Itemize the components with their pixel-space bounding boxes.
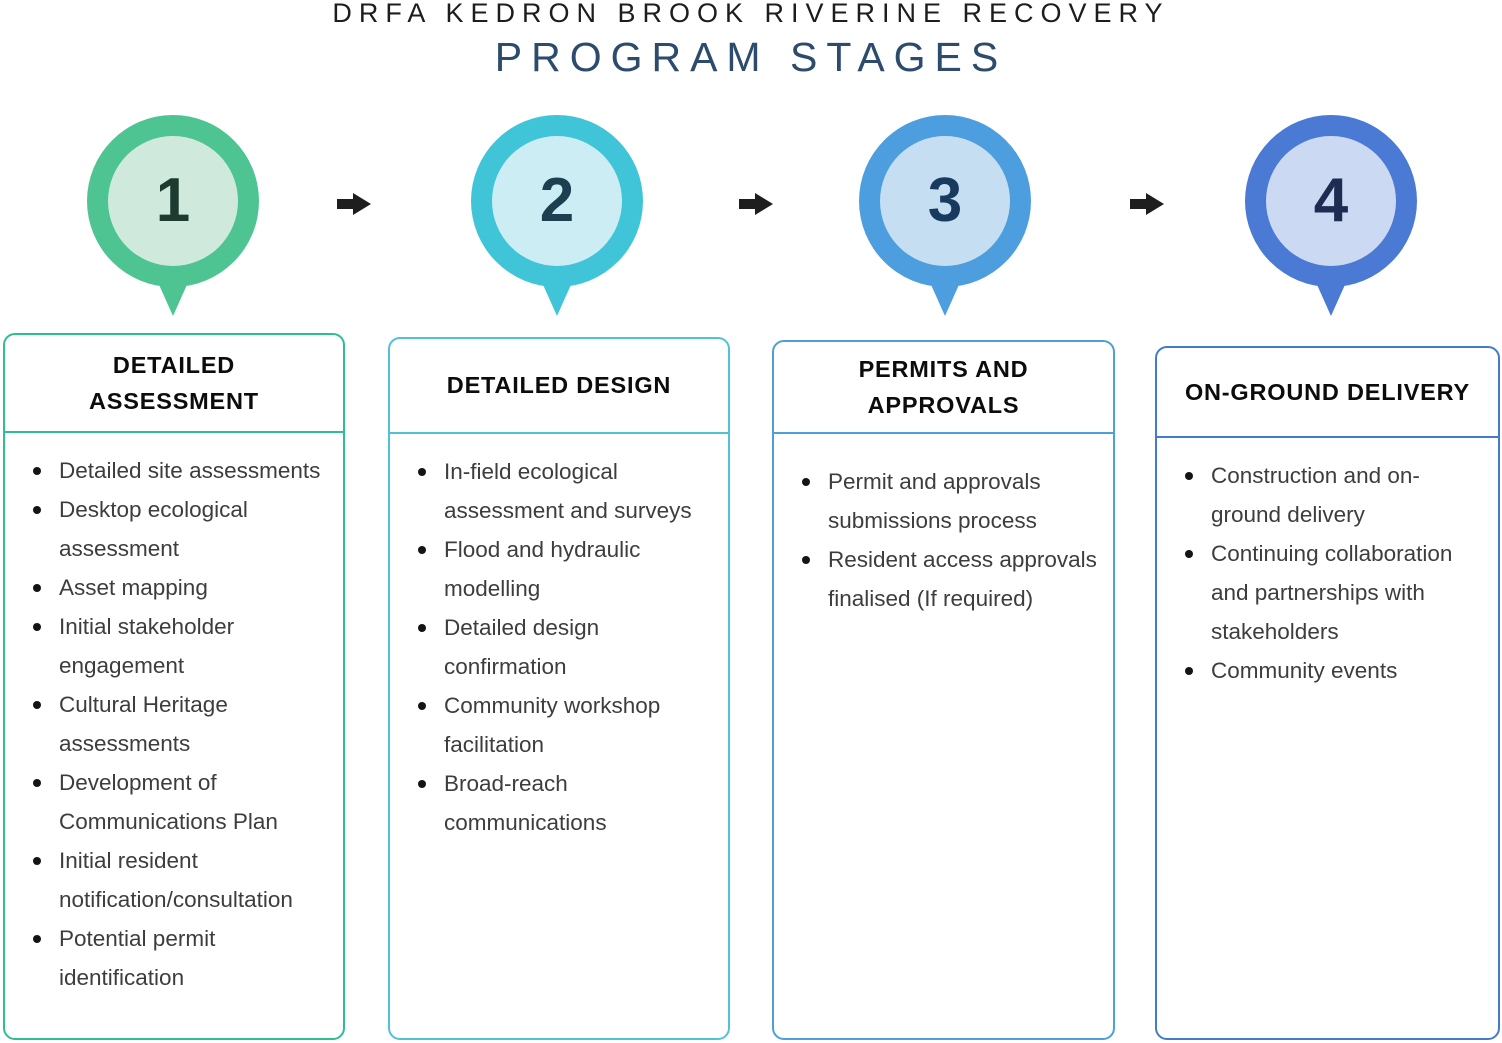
stage-3-pin-pointer [928, 278, 962, 316]
stage-1-pin-pointer [156, 278, 190, 316]
list-item: In-field ecological assessment and surve… [404, 452, 712, 530]
stage-4-number: 4 [1313, 166, 1349, 235]
arrow-head [1146, 193, 1164, 215]
stage-2-card: DETAILED DESIGN In-field ecological asse… [388, 337, 730, 1040]
stage-4-list: Construction and on-ground delivery Cont… [1157, 438, 1498, 690]
arrow-head [755, 193, 773, 215]
list-item: Resident access approvals finalised (If … [788, 540, 1097, 618]
stage-1-pin-icon: 1 [87, 115, 259, 316]
list-item: Permit and approvals submissions process [788, 462, 1097, 540]
stage-3-pin-icon: 3 [859, 115, 1031, 316]
heading-line: DETAILED [112, 351, 236, 378]
list-item: Continuing collaboration and partnership… [1171, 534, 1482, 651]
heading-line: ASSESSMENT [89, 388, 259, 414]
list-item: Detailed site assessments [19, 451, 327, 490]
right-arrow-icon [337, 193, 371, 215]
stage-4-pin-pointer [1314, 278, 1348, 316]
heading-line: ON-GROUND DELIVERY [1184, 378, 1471, 405]
right-arrow-icon [1130, 193, 1164, 215]
stage-3-list: Permit and approvals submissions process… [774, 434, 1113, 618]
stage-3-heading: PERMITS AND APPROVALS [774, 342, 1113, 434]
heading-line: APPROVALS [867, 392, 1020, 418]
stage-4-pin-icon: 4 [1245, 115, 1417, 316]
stage-1-card: DETAILED ASSESSMENT Detailed site assess… [3, 333, 345, 1040]
stage-1-list: Detailed site assessments Desktop ecolog… [5, 433, 343, 997]
stage-3-card: PERMITS AND APPROVALS Permit and approva… [772, 340, 1115, 1040]
stage-2-heading: DETAILED DESIGN [390, 339, 728, 434]
stage-1-circle: 1 [108, 136, 238, 266]
list-item: Detailed design confirmation [404, 608, 712, 686]
stage-1-heading: DETAILED ASSESSMENT [5, 335, 343, 433]
list-item: Community workshop facilitation [404, 686, 712, 764]
list-item: Initial stakeholder engagement [19, 607, 327, 685]
stage-2-pin-pointer [540, 278, 574, 316]
stage-4-heading: ON-GROUND DELIVERY [1157, 348, 1498, 438]
stage-2-list: In-field ecological assessment and surve… [390, 434, 728, 842]
stage-4-card: ON-GROUND DELIVERY Construction and on-g… [1155, 346, 1500, 1040]
heading-line: PERMITS AND [858, 355, 1029, 382]
stage-4-circle: 4 [1266, 136, 1396, 266]
list-item: Flood and hydraulic modelling [404, 530, 712, 608]
list-item: Initial resident notification/consultati… [19, 841, 327, 919]
list-item: Construction and on-ground delivery [1171, 456, 1482, 534]
arrow-head [353, 193, 371, 215]
list-item: Cultural Heritage assessments [19, 685, 327, 763]
list-item: Development of Communications Plan [19, 763, 327, 841]
arrow-shaft [739, 199, 757, 209]
stage-2-pin-icon: 2 [471, 115, 643, 316]
list-item: Asset mapping [19, 568, 327, 607]
stage-3-number: 3 [927, 166, 963, 235]
diagram-title: DRFA KEDRON BROOK RIVERINE RECOVERY [332, 0, 1170, 28]
heading-line: DETAILED DESIGN [446, 372, 672, 399]
list-item: Broad-reach communications [404, 764, 712, 842]
stage-2-circle: 2 [492, 136, 622, 266]
right-arrow-icon [739, 193, 773, 215]
arrow-shaft [1130, 199, 1148, 209]
stage-1-number: 1 [155, 166, 191, 235]
stage-2-number: 2 [539, 166, 575, 235]
stage-3-circle: 3 [880, 136, 1010, 266]
list-item: Community events [1171, 651, 1482, 690]
list-item: Potential permit identification [19, 919, 327, 997]
diagram-subtitle: PROGRAM STAGES [494, 34, 1008, 80]
arrow-shaft [337, 199, 355, 209]
list-item: Desktop ecological assessment [19, 490, 327, 568]
